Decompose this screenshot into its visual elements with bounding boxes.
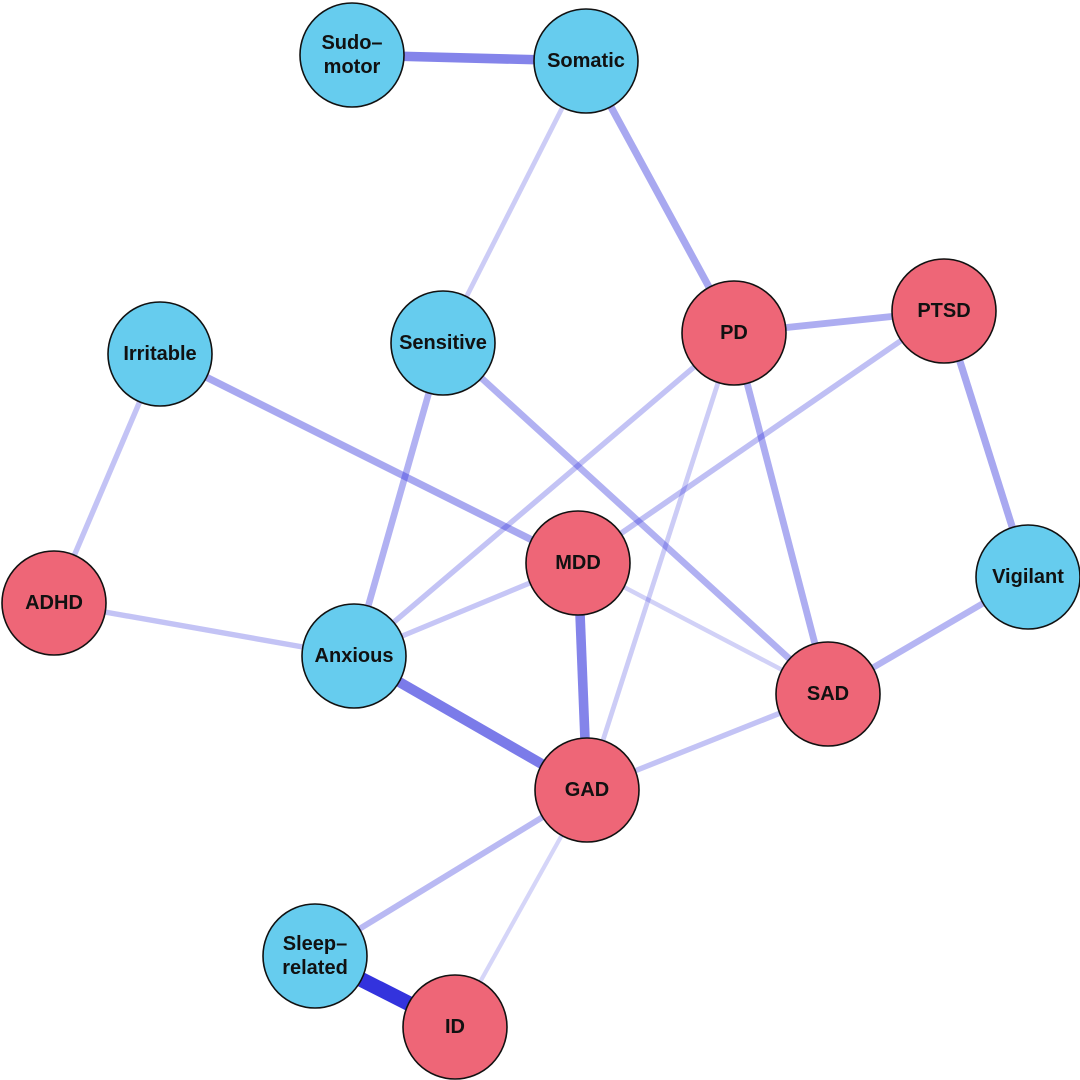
node-label-sad: SAD [807,683,849,705]
node-label-sensitive: Sensitive [399,332,487,354]
node-label-sudomotor: motor [324,56,381,78]
node-irritable: Irritable [107,301,213,407]
node-circle-somatic [533,8,639,114]
node-label-adhd: ADHD [25,592,83,614]
node-mdd: MDD [525,510,631,616]
node-label-sudomotor: Sudo– [321,32,382,54]
node-label-sleep: related [282,957,348,979]
node-circle-vigilant [975,524,1080,630]
node-sleep: Sleep–related [262,903,368,1009]
node-circle-pd [681,280,787,386]
node-circle-id [402,974,508,1080]
edge-pd-sad [730,332,832,695]
edge-ptsd-mdd [576,308,946,566]
node-circle-mdd [525,510,631,616]
node-label-ptsd: PTSD [917,300,970,322]
node-circle-irritable [107,301,213,407]
node-id: ID [402,974,508,1080]
node-circle-sad [775,641,881,747]
node-circle-sensitive [390,290,496,396]
node-ptsd: PTSD [891,258,997,364]
node-gad: GAD [534,737,640,843]
node-vigilant: Vigilant [975,524,1080,630]
edge-pd-anxious [352,330,736,659]
node-circle-sleep [262,903,368,1009]
node-label-sleep: Sleep– [283,933,347,955]
node-label-mdd: MDD [555,552,601,574]
node-somatic: Somatic [533,8,639,114]
node-anxious: Anxious [301,603,407,709]
node-circle-anxious [301,603,407,709]
node-sensitive: Sensitive [390,290,496,396]
node-circle-sudomotor [299,2,405,108]
node-label-vigilant: Vigilant [992,566,1064,588]
edge-sensitive-anxious [350,342,447,657]
node-label-gad: GAD [565,779,609,801]
node-sad: SAD [775,641,881,747]
node-label-irritable: Irritable [123,343,196,365]
node-label-anxious: Anxious [315,645,394,667]
node-label-pd: PD [720,322,748,344]
node-adhd: ADHD [1,550,107,656]
node-pd: PD [681,280,787,386]
edge-irritable-mdd [158,350,580,567]
edge-pd-gad [584,332,737,791]
node-circle-ptsd [891,258,997,364]
edge-gad-sleep [313,787,589,959]
edge-sensitive-sad [440,340,831,697]
node-circle-gad [534,737,640,843]
node-label-id: ID [445,1016,465,1038]
node-label-somatic: Somatic [547,50,625,72]
node-circle-adhd [1,550,107,656]
node-sudomotor: Sudo–motor [299,2,405,108]
